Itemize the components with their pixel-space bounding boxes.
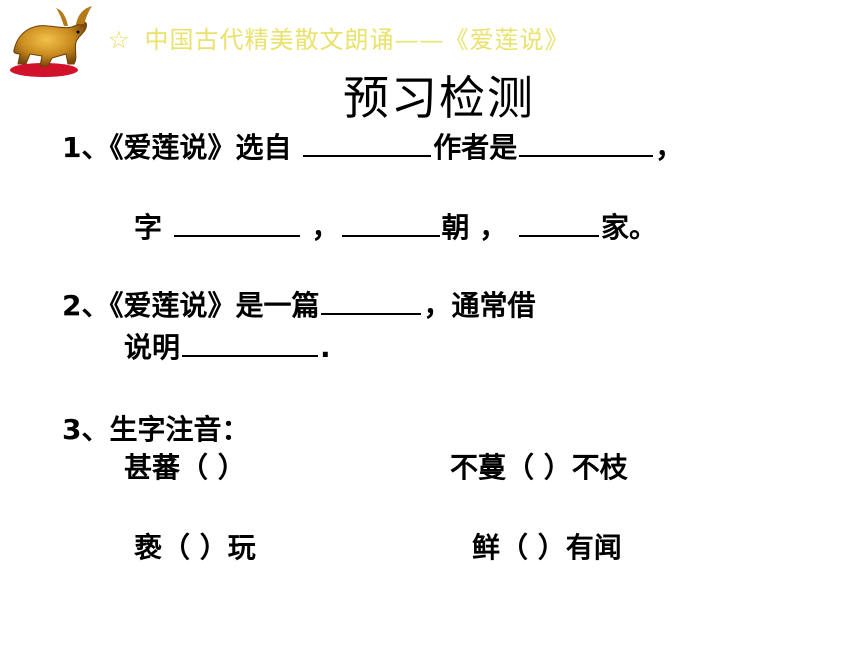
star-icon: ☆ xyxy=(108,26,131,54)
q1-end: ， xyxy=(655,131,684,164)
q1-prefix: 1、《爱莲说》选自 xyxy=(62,131,292,164)
pinyin-item: 甚蕃（ ） xyxy=(124,451,246,484)
question-1-line-2: 字 ， 朝 ， 家。 xyxy=(134,206,657,246)
slide-header: ☆ 中国古代精美散文朗诵——《爱莲说》 xyxy=(108,20,570,55)
pinyin-item: 不蔓（ ）不枝 xyxy=(450,451,628,484)
bull-logo-icon xyxy=(10,6,92,77)
pinyin-item: 亵（ ）玩 xyxy=(134,531,256,564)
question-2-line-1: 2、《爱莲说》是一篇 ，通常借 xyxy=(62,284,536,324)
answer-blank[interactable] xyxy=(341,209,440,237)
question-3-heading: 3、生字注音： xyxy=(62,413,250,446)
q1-chao: 朝 ， xyxy=(441,211,508,244)
q2-prefix-2: 说明 xyxy=(124,331,181,364)
q1-comma: ， xyxy=(311,211,340,244)
q1-jia: 家。 xyxy=(601,211,658,244)
pinyin-item: 鲜（ ）有闻 xyxy=(472,531,622,564)
page-title: 预习检测 xyxy=(343,71,535,125)
q2-prefix: 2、《爱莲说》是一篇 xyxy=(62,289,320,322)
question-1-line-1: 1、《爱莲说》选自 作者是 ， xyxy=(62,126,683,166)
answer-blank[interactable] xyxy=(182,329,319,357)
answer-blank[interactable] xyxy=(303,129,432,157)
q1-zi: 字 xyxy=(134,211,163,244)
q2-period: . xyxy=(320,331,331,364)
question-2-line-2: 说明. xyxy=(124,326,331,366)
header-text: 中国古代精美散文朗诵——《爱莲说》 xyxy=(144,26,570,54)
answer-blank[interactable] xyxy=(173,209,300,237)
answer-blank[interactable] xyxy=(519,209,600,237)
q2-end: ，通常借 xyxy=(423,289,536,322)
answer-blank[interactable] xyxy=(519,129,654,157)
answer-blank[interactable] xyxy=(321,287,422,315)
q1-mid: 作者是 xyxy=(433,131,518,164)
